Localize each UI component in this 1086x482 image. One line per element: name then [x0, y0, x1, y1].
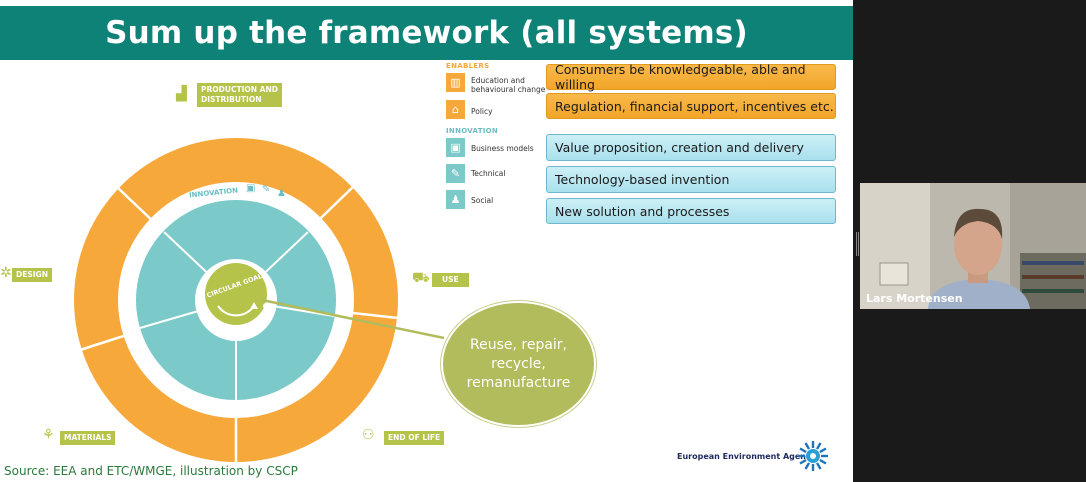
briefcase-icon: ▣: [246, 183, 256, 194]
people-icon: ♟: [277, 188, 286, 199]
social-icon: ♟: [446, 190, 465, 209]
agency-name: European Environment Agency: [677, 452, 816, 461]
bubble-connector: [261, 298, 445, 340]
reuse-bubble: Reuse, repair, recycle, remanufacture: [441, 301, 596, 427]
books-icon: ▥: [247, 118, 257, 129]
legend-education: Education and behavioural change: [471, 76, 546, 94]
slide-top-strip: [0, 0, 853, 6]
box-regulation: Regulation, financial support, incentive…: [546, 93, 836, 119]
stage-label-end-of-life: END OF LIFE: [384, 431, 445, 445]
stage-label-production: PRODUCTION AND DISTRIBUTION: [197, 83, 282, 107]
cart-icon: ⛟: [412, 270, 430, 286]
eea-logo-icon: [798, 441, 828, 471]
box-value-proposition: Value proposition, creation and delivery: [546, 134, 836, 161]
slide-title: Sum up the framework (all systems): [105, 15, 748, 51]
wrench-icon: ✎: [262, 184, 271, 195]
recycle-people-icon: ⚇: [362, 427, 375, 443]
legend-policy: Policy: [471, 107, 493, 116]
participant-video-feed: [860, 183, 1086, 309]
education-icon: ▥: [446, 73, 465, 92]
legend-technical: Technical: [471, 169, 506, 178]
panel-resize-handle[interactable]: [856, 232, 859, 256]
legend-enablers-heading: ENABLERS: [446, 62, 490, 70]
factory-icon: ▟: [176, 86, 187, 102]
institution-icon: ⌂: [262, 118, 269, 129]
circular-framework-diagram: [74, 138, 445, 462]
participant-name: Lars Mortensen: [866, 292, 963, 305]
policy-icon: ⌂: [446, 100, 465, 119]
technical-icon: ✎: [446, 164, 465, 183]
stage-label-materials: MATERIALS: [60, 431, 116, 445]
presentation-slide: Sum up the framework (all systems): [0, 0, 853, 482]
box-consumers: Consumers be knowledgeable, able and wil…: [546, 62, 836, 92]
business-models-icon: ▣: [446, 138, 465, 157]
plant-icon: ⚘: [42, 427, 55, 443]
legend-social: Social: [471, 196, 494, 205]
design-icon: ✲: [0, 265, 12, 281]
stage-label-design: DESIGN: [12, 268, 52, 282]
participant-video-tile[interactable]: [860, 183, 1086, 309]
box-technology: Technology-based invention: [546, 166, 836, 193]
legend-business-models: Business models: [471, 144, 534, 153]
box-solutions: New solution and processes: [546, 198, 836, 224]
stage-label-use: USE: [432, 273, 469, 287]
source-caption: Source: EEA and ETC/WMGE, illustration b…: [4, 464, 298, 478]
legend-innovation-heading: INNOVATION: [446, 127, 499, 135]
slide-title-bar: Sum up the framework (all systems): [0, 6, 853, 60]
